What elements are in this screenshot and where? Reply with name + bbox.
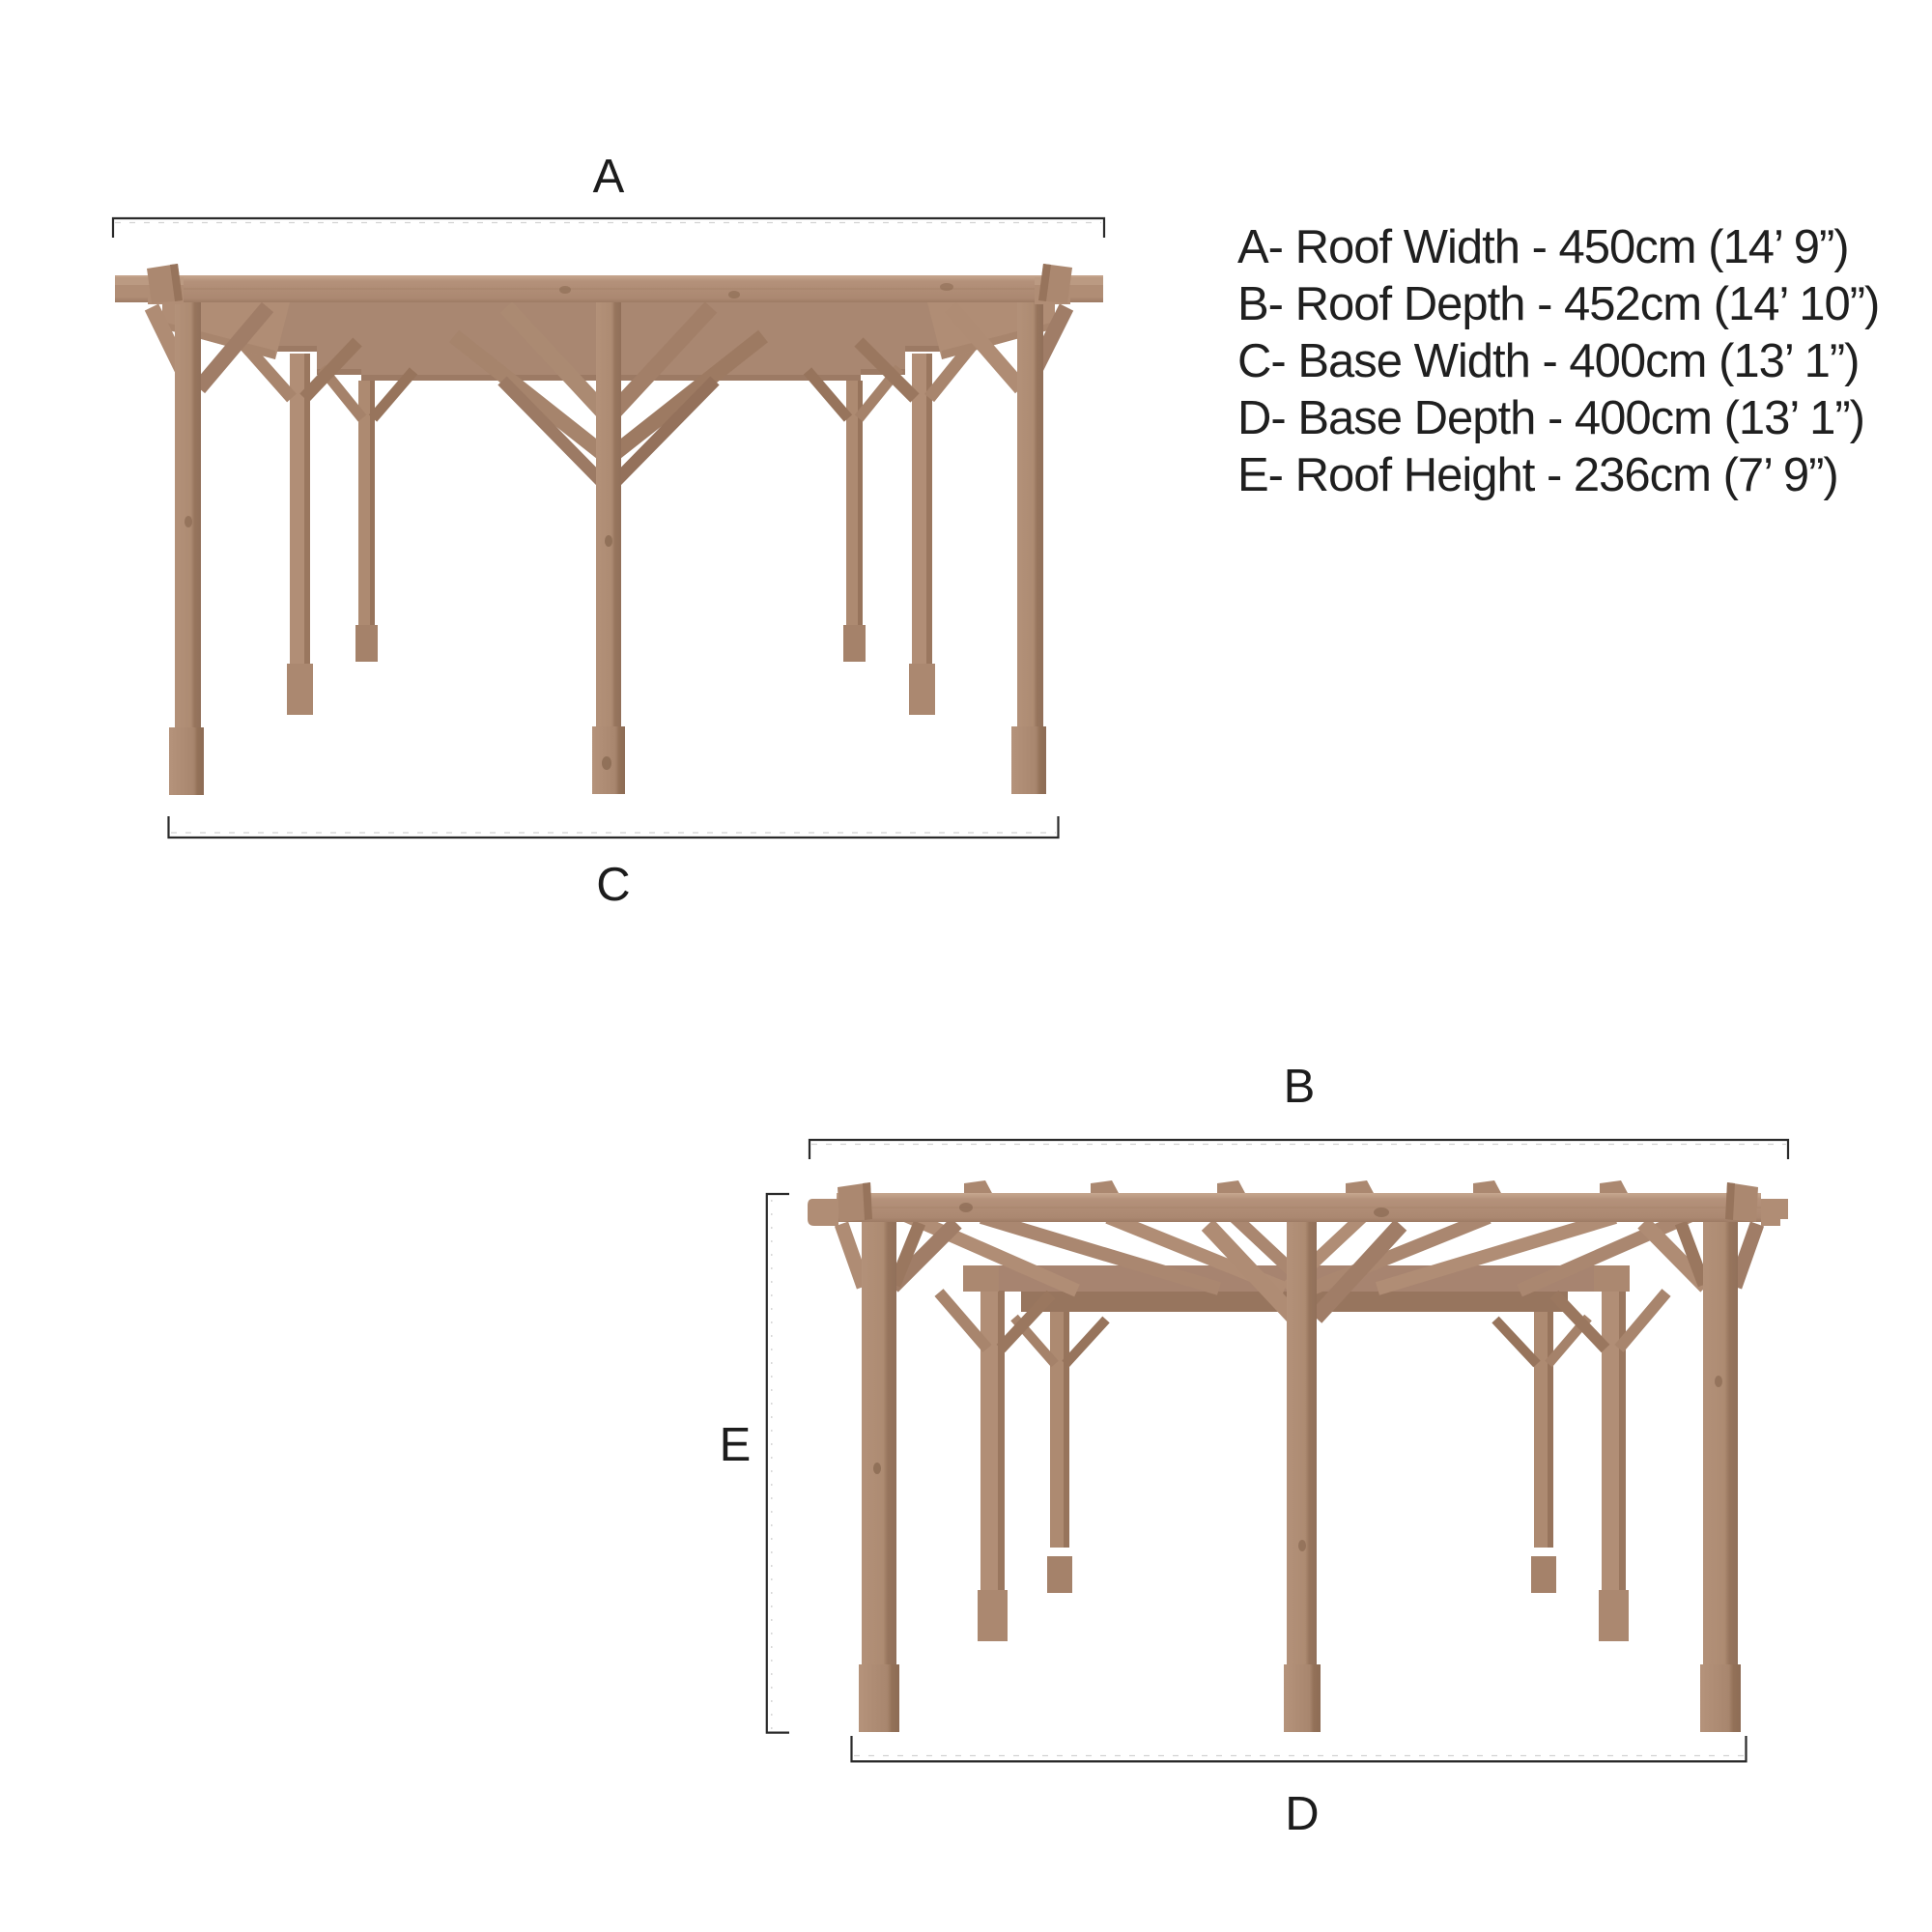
svg-text:B- Roof Depth - 452cm (14’ 10”: B- Roof Depth - 452cm (14’ 10”) <box>1237 278 1879 330</box>
svg-text:A- Roof Width - 450cm (14’ 9”): A- Roof Width - 450cm (14’ 9”) <box>1237 221 1849 273</box>
svg-text:C: C <box>596 859 630 911</box>
svg-text:E- Roof Height - 236cm (7’ 9”): E- Roof Height - 236cm (7’ 9”) <box>1237 449 1838 501</box>
svg-text:C- Base Width - 400cm (13’ 1”): C- Base Width - 400cm (13’ 1”) <box>1237 335 1860 387</box>
svg-text:E: E <box>720 1419 752 1471</box>
svg-text:A: A <box>593 151 625 203</box>
svg-text:D- Base Depth - 400cm (13’ 1”): D- Base Depth - 400cm (13’ 1”) <box>1237 392 1864 444</box>
svg-text:D: D <box>1285 1788 1319 1840</box>
svg-text:B: B <box>1284 1061 1316 1113</box>
